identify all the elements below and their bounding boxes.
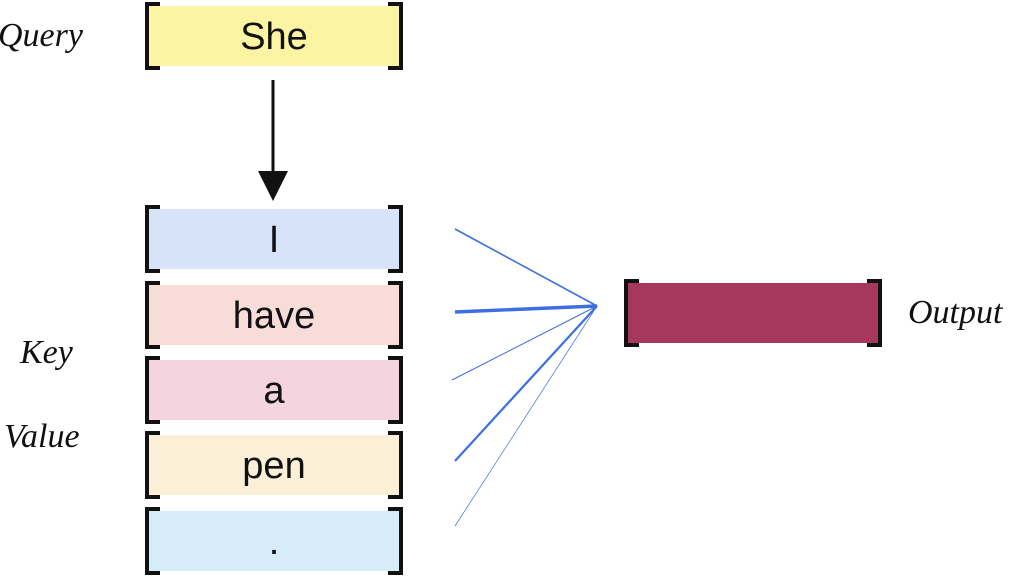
query-token: She — [240, 16, 308, 58]
key-box-fill — [147, 209, 401, 269]
query-label: Query — [0, 17, 84, 54]
key-box-fill — [147, 285, 401, 345]
attention-line — [451, 305, 598, 381]
key-box-brackets — [145, 205, 403, 273]
key-box-brackets — [145, 507, 403, 575]
attention-line — [454, 305, 598, 527]
key-box: have — [145, 281, 403, 349]
output-box — [624, 279, 882, 347]
key-box: . — [145, 507, 403, 575]
key-box-fill — [147, 435, 401, 495]
value-label: Value — [4, 418, 80, 455]
output-box-fill — [626, 283, 880, 343]
query-box: She — [145, 2, 403, 70]
output-label: Output — [908, 294, 1004, 331]
attention-line — [454, 305, 598, 462]
key-box: pen — [145, 431, 403, 499]
output-box-brackets — [624, 279, 882, 347]
key-token: . — [269, 521, 280, 563]
key-token: pen — [242, 445, 305, 487]
key-label: Key — [19, 334, 74, 371]
key-token: a — [263, 370, 285, 412]
key-box-fill — [147, 360, 401, 420]
key-box-brackets — [145, 281, 403, 349]
key-box-brackets — [145, 431, 403, 499]
key-box-brackets — [145, 356, 403, 424]
attention-line — [454, 228, 598, 307]
key-box-fill — [147, 511, 401, 571]
key-value-stack: I have a — [145, 205, 403, 575]
key-box: a — [145, 356, 403, 424]
query-box-fill — [147, 6, 401, 66]
key-token: have — [233, 295, 315, 337]
attention-weight-lines — [451, 228, 598, 527]
key-box: I — [145, 205, 403, 273]
query-box-brackets — [145, 2, 403, 70]
attention-line — [454, 304, 598, 314]
key-token: I — [269, 219, 280, 261]
